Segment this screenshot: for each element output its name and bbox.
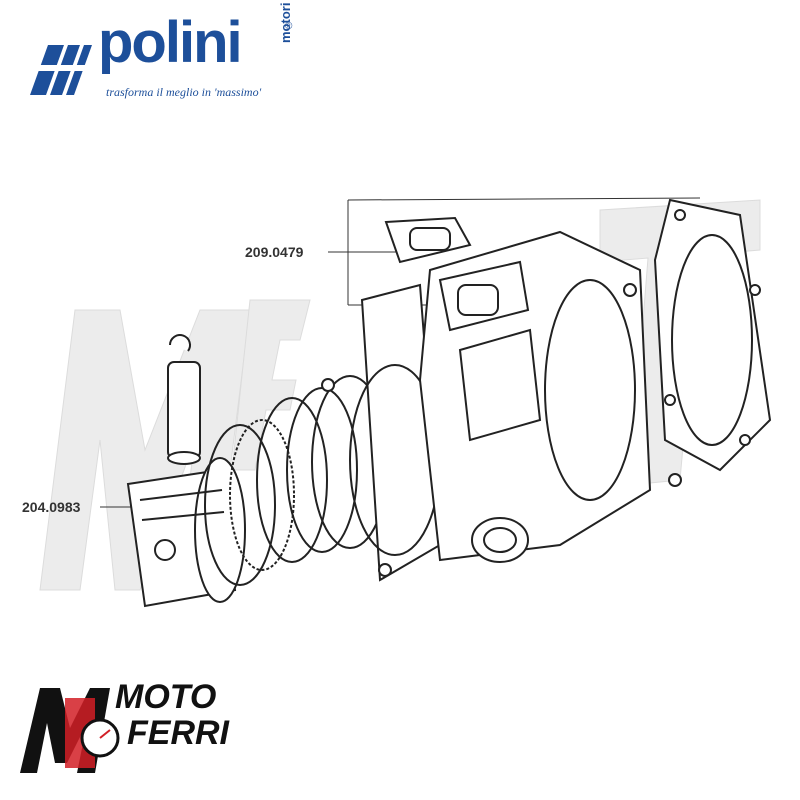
polini-logo: polini ® motori trasforma il meglio in '… <box>20 3 310 110</box>
piston <box>126 457 246 608</box>
mf-emblem-icon <box>20 688 120 773</box>
brand-name: polini <box>98 10 243 75</box>
polini-emblem-icon <box>22 45 94 95</box>
cylinder <box>378 230 682 577</box>
cylinder-part-number: 209.0479 <box>245 244 304 260</box>
footer-line-1: MOTO <box>115 678 217 716</box>
piston-pin <box>167 361 201 465</box>
head-gasket <box>653 198 772 472</box>
piston-part-number: 204.0983 <box>22 499 81 515</box>
footer-line-2: FERRI <box>127 714 229 752</box>
moto-ferri-logo: MOTO FERRI <box>15 678 229 788</box>
brand-tagline: trasforma il meglio in 'massimo' <box>106 85 262 99</box>
registered-mark: ® <box>285 21 293 32</box>
base-gasket <box>321 283 442 582</box>
piston-pin-clip <box>169 334 191 352</box>
exhaust-gasket <box>384 216 472 264</box>
